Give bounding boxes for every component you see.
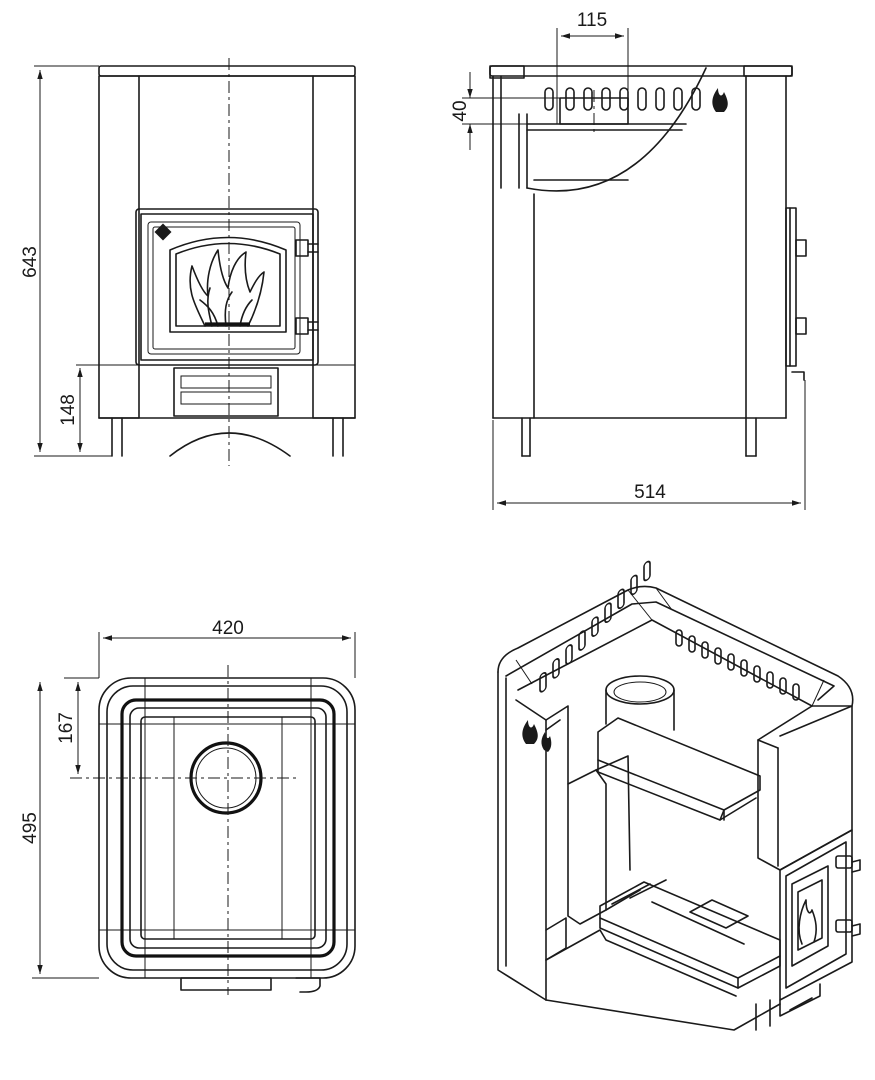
vent-slots — [544, 87, 701, 111]
flame-icon — [189, 249, 265, 327]
isometric-cutaway — [497, 560, 861, 1031]
right-wall-slots — [675, 629, 800, 701]
dim-plan-depth: 495 — [20, 812, 41, 844]
plan-view: 420 167 495 — [20, 618, 356, 995]
side-view: 115 40 514 — [450, 10, 807, 510]
flame-icon — [712, 88, 728, 112]
dim-plan-width: 420 — [212, 618, 244, 639]
flame-icon — [522, 720, 538, 744]
dim-plan-center-offset: 167 — [56, 712, 77, 744]
left-wall-slots — [539, 560, 651, 693]
dim-front-height: 643 — [20, 246, 41, 278]
flame-icon — [541, 732, 552, 752]
dim-side-top-gap: 40 — [450, 100, 471, 121]
iso-door — [779, 829, 861, 1017]
flame-icon — [798, 899, 817, 945]
dim-front-base-height: 148 — [58, 394, 79, 426]
dim-side-top-width: 115 — [577, 10, 607, 31]
firebox-door — [135, 208, 319, 366]
front-view: 643 148 — [20, 58, 356, 466]
dim-side-depth: 514 — [634, 482, 666, 503]
